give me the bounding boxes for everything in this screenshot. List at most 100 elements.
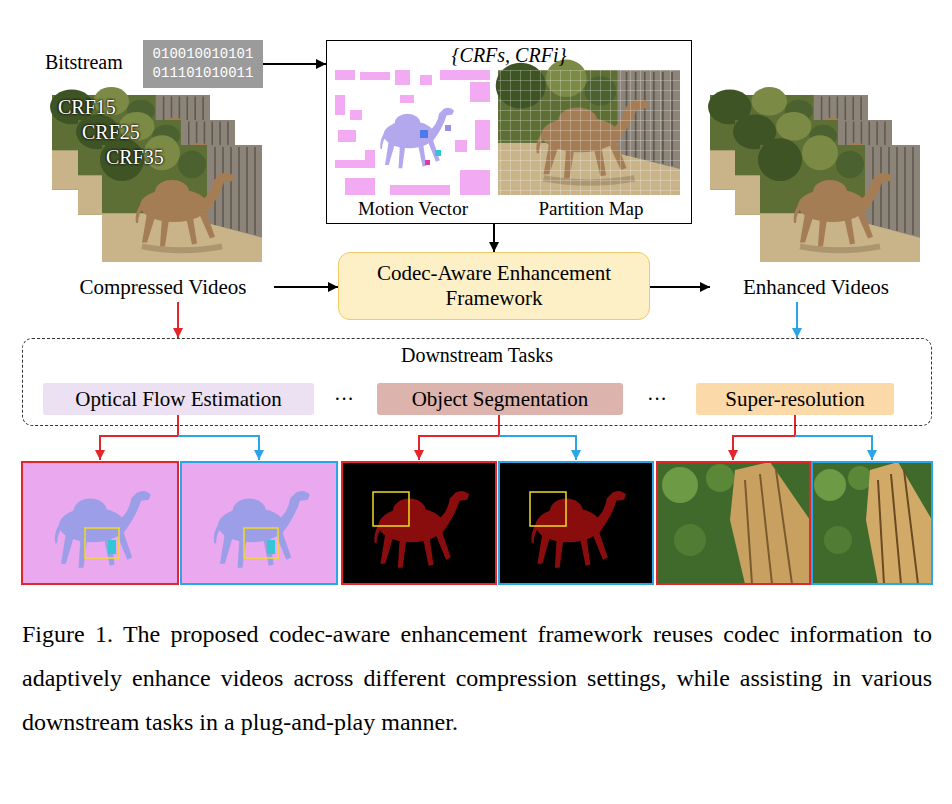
super-resolution-results [657, 462, 932, 584]
crf-tag: CRF35 [106, 146, 164, 169]
super-resolution-results-part [814, 469, 846, 501]
motion-vector-map-part-part [460, 170, 490, 195]
super-resolution-results-part [674, 524, 706, 556]
segmentation-results-part [499, 462, 653, 584]
bitstream-label: Bitstream [45, 51, 123, 74]
optical-flow-results [22, 462, 337, 584]
motion-vector-map-part-part [345, 178, 375, 195]
compressed-frames-part [100, 135, 262, 262]
segmentation-results-part [342, 462, 496, 584]
motion-vector-map-part-part [395, 70, 410, 85]
task-box: Object Segmentation [377, 383, 623, 415]
crf-tag: CRF25 [82, 121, 140, 144]
motion-vector-map-part [445, 125, 451, 131]
group-title: Downstream Tasks [23, 344, 931, 367]
super-resolution-results-part [848, 466, 872, 490]
ellipsis-mark: ··· [324, 386, 364, 412]
task-result-arrows-part [100, 415, 178, 460]
motion-vector-map-part [420, 130, 428, 138]
segmentation-results-part [342, 462, 496, 584]
motion-vector-map-part-part [390, 185, 450, 195]
enhanced-frames-part [758, 135, 920, 262]
partition-map [496, 60, 680, 195]
optical-flow-results-part [22, 462, 178, 584]
panel-label: Partition Map [511, 198, 671, 220]
flow-arrow [650, 286, 710, 288]
optical-flow-results-part [181, 462, 337, 584]
downstream-tasks-group: Downstream TasksOptical Flow Estimation O… [22, 338, 932, 426]
task-box: Optical Flow Estimation [43, 383, 314, 415]
motion-vector-map-part-part [470, 82, 490, 102]
segmentation-results [342, 462, 653, 584]
motion-vector-map-part [335, 70, 490, 195]
segmentation-results-part [531, 491, 626, 568]
codec-info-box: {CRFs, CRFi}Motion VectorPartition Map [326, 40, 692, 224]
framework-box: Codec-Aware Enhancement Framework [338, 252, 650, 320]
segmentation-results-part [499, 462, 653, 584]
bitstream-box: Bitstream010010010101 011101010011 [143, 40, 263, 88]
task-box: Super-resolution [696, 383, 894, 415]
motion-vector-map-part-part [338, 130, 356, 142]
task-label: Optical Flow Estimation [75, 387, 281, 412]
super-resolution-results-part [706, 464, 734, 492]
enhanced-video-stack: Enhanced Videos [710, 95, 922, 302]
motion-vector-map-part [435, 150, 441, 156]
video-label: Enhanced Videos [710, 275, 922, 300]
compressed-frames [50, 87, 262, 262]
flow-arrow [177, 302, 179, 338]
optical-flow-results-part [108, 540, 116, 554]
motion-vector-map-part-part [360, 72, 390, 80]
motion-vector-map-part-part [475, 120, 490, 150]
motion-vector-map-part-part [335, 70, 355, 80]
motion-vector-map-part-part [335, 160, 375, 168]
task-label: Super-resolution [725, 387, 865, 412]
flow-arrow [796, 302, 798, 338]
super-resolution-results-part [812, 462, 932, 584]
segmentation-results-part [374, 491, 469, 568]
super-resolution-results-part [745, 470, 792, 584]
motion-vector-map-part [335, 70, 490, 195]
motion-vector-map-part-part [420, 75, 432, 85]
super-resolution-results-part [866, 462, 932, 584]
task-label: Object Segmentation [412, 387, 589, 412]
motion-vector-map [335, 70, 490, 195]
task-result-arrows-part [733, 415, 795, 460]
flow-arrow [493, 224, 495, 252]
super-resolution-results-part [824, 526, 852, 554]
optical-flow-results-part [267, 540, 275, 554]
motion-vector-map-part-part [335, 95, 345, 115]
partition-map-part [496, 60, 680, 195]
segmentation-results-part [373, 492, 409, 526]
panel-label: Motion Vector [333, 198, 493, 220]
figure-caption: Figure 1. The proposed codec-aware enhan… [22, 612, 932, 744]
super-resolution-results-part [878, 470, 918, 584]
motion-vector-map-part-part [440, 70, 490, 80]
task-result-arrows-part [795, 436, 872, 460]
optical-flow-results-part [181, 462, 337, 584]
task-result-arrows [100, 415, 872, 460]
compressed-video-stack: CRF15CRF25CRF35Compressed Videos [52, 95, 274, 302]
super-resolution-results-part [657, 462, 810, 584]
video-label: Compressed Videos [52, 275, 274, 300]
motion-vector-map-part-part [455, 140, 467, 152]
flow-arrow [263, 63, 326, 65]
task-result-arrows-part [419, 415, 499, 460]
segmentation-results-part [530, 492, 566, 526]
optical-flow-results-part [55, 491, 151, 568]
optical-flow-results-part [85, 528, 119, 558]
partition-map-part [498, 70, 680, 195]
crf-tag: CRF15 [58, 96, 116, 119]
motion-vector-map-part-part [400, 95, 414, 103]
super-resolution-results-part [657, 462, 810, 584]
enhanced-frames [708, 87, 920, 262]
super-resolution-results-part [662, 467, 698, 503]
codec-panel-ground [326, 40, 692, 224]
motion-vector-map-part-part [365, 150, 375, 160]
optical-flow-results-part [244, 528, 278, 558]
framework-label: Codec-Aware Enhancement Framework [351, 261, 637, 311]
super-resolution-results-part [812, 462, 932, 584]
motion-vector-map-part [425, 160, 430, 165]
task-result-arrows-part [499, 436, 576, 460]
ellipsis-mark: ··· [637, 386, 677, 412]
